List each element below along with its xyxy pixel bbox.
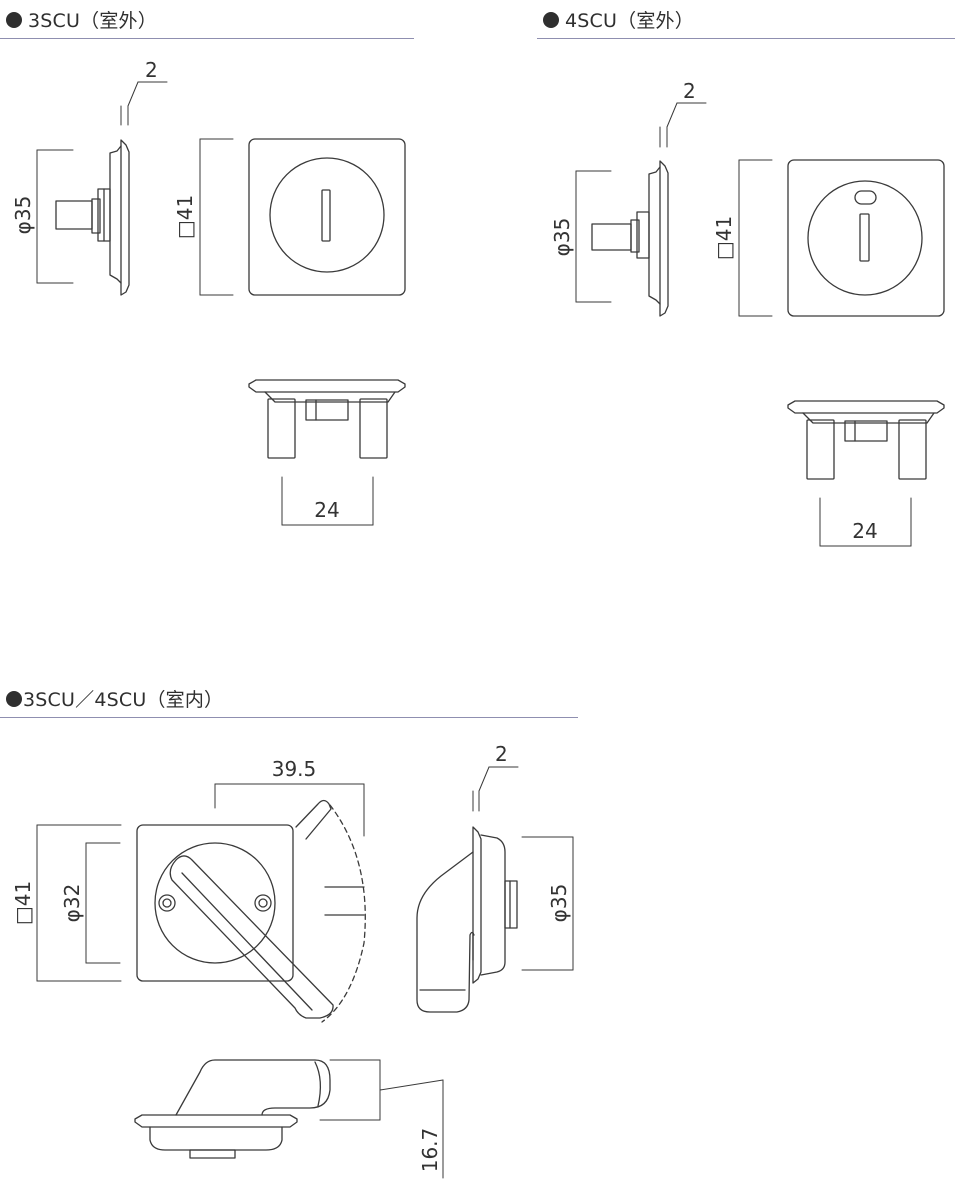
in-diameter-label: φ32	[60, 884, 84, 923]
ex3-square-label: □41	[173, 195, 197, 239]
ex4-front-view	[787, 159, 945, 317]
in-thickness-label: 2	[495, 742, 508, 766]
in-square-label: □41	[11, 881, 35, 925]
bullet-icon	[543, 12, 559, 28]
ex4-width-label: 24	[852, 519, 877, 543]
ex3-thickness-label: 2	[145, 58, 158, 82]
ex3-dims-bottom	[281, 476, 374, 526]
ex4-diameter-label: φ35	[550, 218, 574, 257]
ex3-dims-side	[36, 81, 168, 284]
ex3-front-view	[248, 138, 406, 296]
ex4-bottom-view	[787, 400, 945, 480]
ex4-dims-front	[738, 159, 773, 317]
in-lever-sweep	[295, 799, 366, 1023]
ex4-dims-bottom	[819, 497, 912, 547]
bullet-icon	[6, 691, 22, 707]
ex4-thickness-label: 2	[683, 79, 696, 103]
in-dims-front	[36, 783, 365, 982]
in-lever-label: 39.5	[272, 757, 317, 781]
in-dims-bottom	[319, 1059, 444, 1179]
in-dims-side	[472, 766, 574, 971]
ex4-side-view	[591, 160, 669, 317]
section-title-4scu-exterior: 4SCU（室外）	[543, 6, 694, 33]
ex3-side-view	[55, 139, 130, 296]
ex4-square-label: □41	[712, 216, 736, 260]
in-front-view	[136, 824, 334, 1019]
section-rule	[537, 38, 955, 39]
ex3-width-label: 24	[314, 498, 339, 522]
in-side-view	[416, 826, 518, 1013]
section-title-3scu-exterior: 3SCU（室外）	[6, 6, 157, 33]
in-bottom-view	[134, 1059, 331, 1159]
in-side-diameter-label: φ35	[547, 884, 571, 923]
ex3-diameter-label: φ35	[11, 196, 35, 235]
bullet-icon	[6, 12, 22, 28]
section-rule	[0, 38, 414, 39]
section-rule	[0, 717, 578, 718]
ex4-dims-side	[575, 102, 707, 303]
ex3-bottom-view	[248, 379, 406, 459]
in-height-label: 16.7	[418, 1128, 442, 1173]
ex3-dims-front	[199, 138, 234, 296]
section-title-interior: 3SCU／4SCU（室内）	[6, 685, 223, 712]
